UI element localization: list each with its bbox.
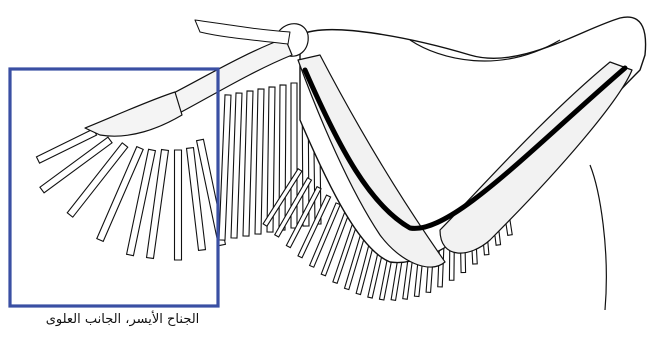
feather-10 — [231, 93, 242, 238]
feather-12 — [255, 89, 264, 234]
feather-6 — [175, 150, 182, 260]
alula — [195, 20, 290, 44]
feather-14 — [279, 85, 286, 230]
digit-bone — [85, 92, 182, 136]
figure-caption: الجناح الأيسر، الجانب العلوى — [20, 312, 225, 327]
feather-9 — [219, 95, 231, 240]
feather-11 — [243, 91, 253, 236]
